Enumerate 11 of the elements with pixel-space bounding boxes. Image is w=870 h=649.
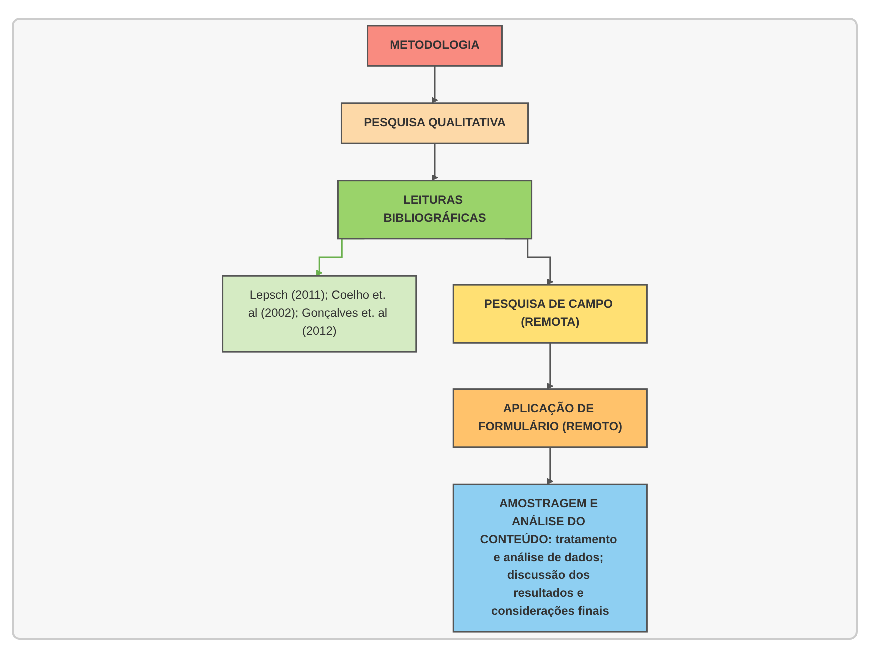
arrow [432,65,438,104]
node-box: LEITURAS BIBLIOGRÁFICAS [337,180,533,240]
node-box: PESQUISA QUALITATIVA [340,102,530,144]
node-box: METODOLOGIA [367,25,503,67]
node-box: PESQUISA DE CAMPO (REMOTA) [452,284,648,344]
node-box: APLICAÇÃO DE FORMULÁRIO (REMOTO) [452,388,648,448]
node-box: AMOSTRAGEM E ANÁLISE DO CONTEÚDO: tratamento e análise de dados; discussão dos resultados e considerações finais [452,484,648,633]
arrow [432,142,438,182]
arrow [547,446,554,485]
arrow [547,342,554,390]
node-box: Lepsch (2011); Coelho et. al (2002); Gonçalves et. al (2012) [222,275,418,353]
